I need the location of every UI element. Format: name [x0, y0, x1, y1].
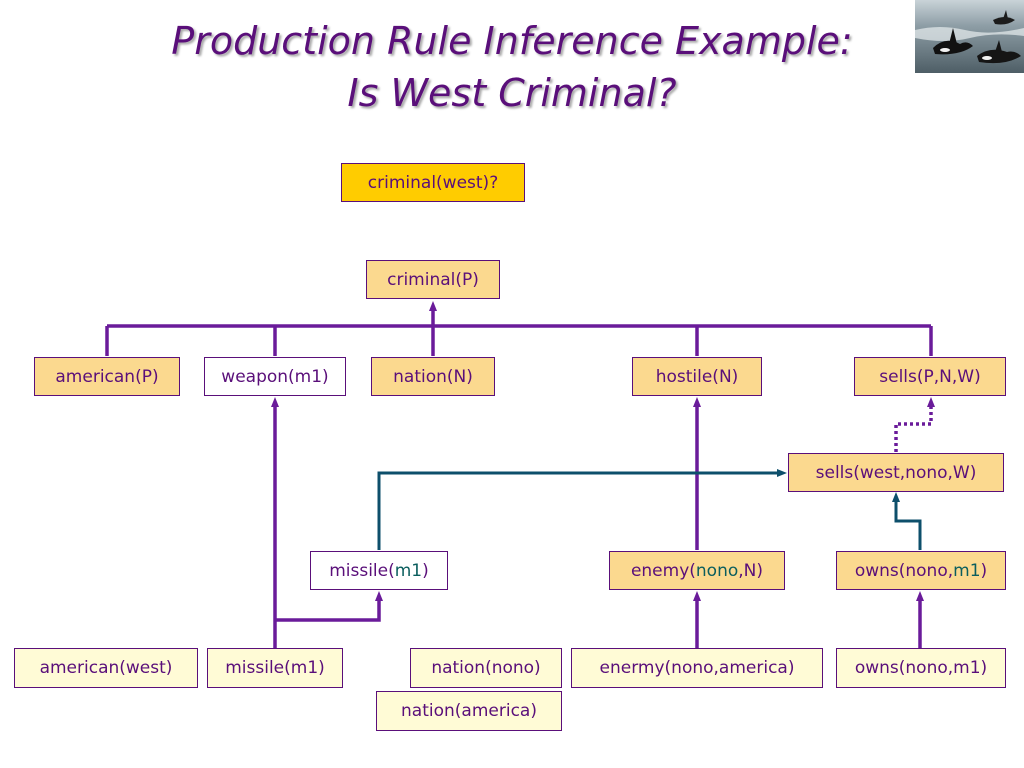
rule-sells-west-nono-w: sells(west,nono,W) — [788, 453, 1004, 492]
fact-nation-nono: nation(nono) — [410, 648, 562, 688]
missile-suffix: ) — [422, 560, 429, 581]
link-owns-to-sells-west — [892, 492, 922, 550]
link-missile-var-to-sells-west — [377, 469, 787, 550]
link-missile-to-var — [275, 591, 383, 622]
rule-weapon-m1: weapon(m1) — [204, 357, 346, 396]
rule-hostile-n: hostile(N) — [632, 357, 762, 396]
fact-american-west: american(west) — [14, 648, 198, 688]
rule-american-p: american(P) — [34, 357, 180, 396]
rule-nation-n: nation(N) — [371, 357, 495, 396]
rule-missile-m1-var: missile(m1) — [310, 551, 448, 590]
fact-missile-m1: missile(m1) — [207, 648, 343, 688]
slide-title-line-2: Is West Criminal? — [347, 71, 677, 115]
slide-title-line-1: Production Rule Inference Example: — [171, 19, 853, 63]
rule-enemy-nono-n: enemy(nono,N) — [609, 551, 785, 590]
rule-criminal-links — [105, 301, 933, 356]
owns-prefix: owns(nono, — [854, 560, 954, 581]
missile-binding: m1 — [394, 560, 423, 581]
fact-enermy-nono-america: enermy(nono,america) — [571, 648, 823, 688]
orca-whales-photo — [915, 0, 1024, 73]
rule-owns-nono-m1: owns(nono,m1) — [836, 551, 1006, 590]
weapon-support-links — [271, 397, 383, 648]
enemy-prefix: enemy( — [630, 560, 696, 581]
fact-owns-nono-m1: owns(nono,m1) — [836, 648, 1006, 688]
missile-prefix: missile( — [329, 560, 395, 581]
enemy-binding: nono — [695, 560, 739, 581]
enemy-suffix: ,N) — [738, 560, 764, 581]
binding-links — [377, 469, 922, 550]
owns-suffix: ) — [980, 560, 988, 581]
goal-node: criminal(west)? — [341, 163, 525, 202]
owns-binding: m1 — [953, 560, 981, 581]
rule-criminal-p: criminal(P) — [366, 260, 500, 299]
fact-nation-america: nation(america) — [376, 691, 562, 731]
rule-sells-pnw: sells(P,N,W) — [854, 357, 1006, 396]
dotted-match-link — [894, 397, 935, 452]
